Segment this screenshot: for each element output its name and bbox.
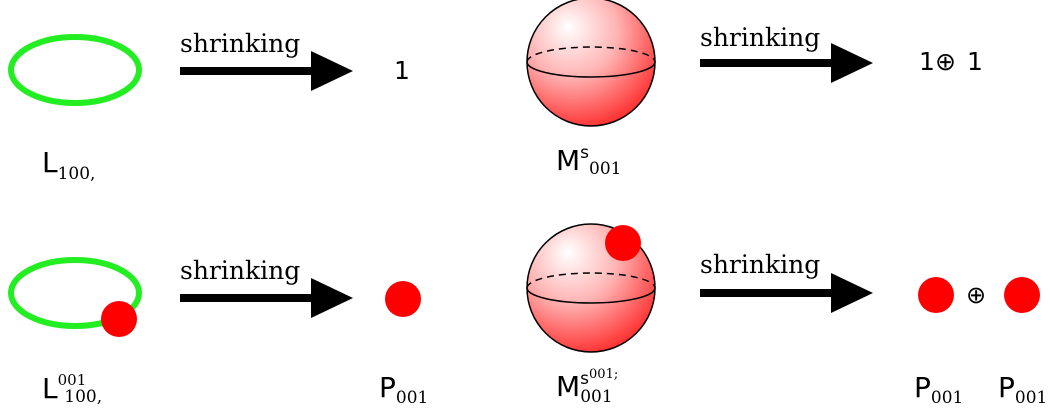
result-one: 1 xyxy=(394,56,410,85)
red-point-icon xyxy=(605,225,641,261)
label-sphere: Ms001 xyxy=(556,143,621,179)
red-sphere-icon xyxy=(526,0,656,127)
green-loop-icon xyxy=(8,257,142,329)
arrow-label: shrinking xyxy=(700,250,820,279)
label-point-a: P001 xyxy=(914,371,963,408)
red-point-icon xyxy=(385,281,421,317)
label-sphere-pointed: Ms001;001 xyxy=(556,367,618,407)
direct-sum-operator: ⊕ xyxy=(966,281,986,309)
label-loop: L100, xyxy=(42,146,95,184)
shrinking-arrow-3: shrinking xyxy=(180,256,353,318)
green-loop-icon xyxy=(8,34,142,106)
shrinking-arrow-2: shrinking xyxy=(700,23,873,83)
result-sum-one: 1 ⊕ 1 xyxy=(919,47,983,76)
svg-text:1: 1 xyxy=(967,47,983,76)
right-arrow-icon xyxy=(311,278,353,318)
arrow-label: shrinking xyxy=(180,256,300,285)
right-arrow-icon xyxy=(311,51,353,91)
svg-text:1: 1 xyxy=(919,47,935,76)
shrinking-arrow-4: shrinking xyxy=(700,250,873,313)
shrinking-arrow-1: shrinking xyxy=(180,29,353,91)
svg-text:⊕: ⊕ xyxy=(935,47,956,76)
label-point-b: P001 xyxy=(998,371,1047,408)
red-point-icon xyxy=(1004,277,1040,313)
right-arrow-icon xyxy=(831,43,873,83)
arrow-label: shrinking xyxy=(700,23,820,52)
arrow-label: shrinking xyxy=(180,29,300,58)
label-point: P001 xyxy=(379,371,428,408)
red-point-icon xyxy=(101,301,137,337)
red-point-icon xyxy=(918,277,954,313)
right-arrow-icon xyxy=(831,273,873,313)
